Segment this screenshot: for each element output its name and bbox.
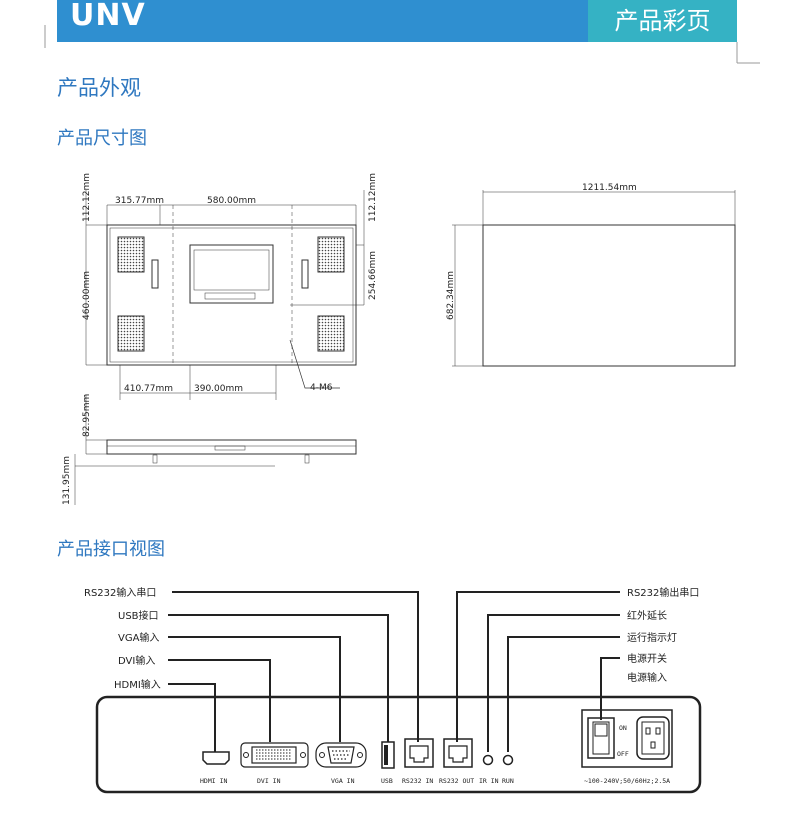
callout-rs232-out: RS232输出串口: [627, 586, 699, 599]
dim-front-height: 682.34mm: [446, 271, 456, 320]
dim-inner-height: 254.66mm: [368, 251, 378, 300]
port-labels: HDMI IN DVI IN VGA IN USB RS232 IN RS232…: [200, 724, 670, 785]
side-view-drawing: [74, 395, 357, 505]
brand-logo: UNV: [70, 0, 146, 33]
front-view-dimensions: 1211.54mm 682.34mm: [446, 183, 637, 320]
power-spec: ~100-240V;50/60Hz;2.5A: [584, 777, 670, 785]
callout-rs232-in: RS232输入串口: [84, 586, 156, 599]
port-label-usb: USB: [381, 777, 393, 785]
dim-top-margin-left: 112.12mm: [82, 173, 92, 222]
port-label-ir: IR IN: [479, 777, 499, 785]
callout-power-in: 电源输入: [627, 671, 667, 684]
interface-callouts: RS232输入串口 USB接口 VGA输入 DVI输入 HDMI输入 RS232…: [84, 586, 699, 691]
port-label-on: ON: [619, 724, 627, 732]
callout-run: 运行指示灯: [627, 631, 677, 644]
port-label-rs232in: RS232 IN: [402, 777, 433, 785]
port-label-hdmi: HDMI IN: [200, 777, 227, 785]
callout-hdmi: HDMI输入: [114, 678, 161, 691]
callout-usb: USB接口: [118, 609, 159, 622]
port-label-off: OFF: [617, 750, 629, 758]
callout-dvi: DVI输入: [118, 654, 155, 667]
port-label-rs232out: RS232 OUT: [439, 777, 474, 785]
side-view-dimensions: 82.95mm 131.95mm: [62, 394, 92, 505]
dim-bottom-right: 390.00mm: [194, 384, 243, 394]
port-label-run: RUN: [502, 777, 514, 785]
back-view-dimensions: 315.77mm 580.00mm 112.12mm 112.12mm 460.…: [82, 173, 378, 394]
back-view-drawing: [85, 190, 365, 400]
front-view-drawing: [452, 190, 736, 367]
callout-power-switch: 电源开关: [627, 652, 667, 665]
dim-height-left: 460.00mm: [82, 271, 92, 320]
dim-bottom-left: 410.77mm: [124, 384, 173, 394]
dim-top-margin-right: 112.12mm: [368, 173, 378, 222]
port-label-dvi: DVI IN: [257, 777, 281, 785]
section-title-appearance: 产品外观: [57, 76, 141, 100]
page-corner-marks: [44, 25, 760, 64]
dim-screw: 4-M6: [310, 383, 333, 393]
header-tag: 产品彩页: [588, 0, 737, 42]
port-label-vga: VGA IN: [331, 777, 355, 785]
callout-ir: 红外延长: [627, 609, 667, 622]
dim-top-left: 315.77mm: [115, 196, 164, 206]
dim-front-width: 1211.54mm: [582, 183, 637, 193]
dim-depth-a: 82.95mm: [82, 394, 92, 437]
callout-vga: VGA输入: [118, 631, 159, 644]
dim-depth-b: 131.95mm: [62, 456, 72, 505]
section-title-interfaces: 产品接口视图: [57, 539, 165, 560]
dim-top-right: 580.00mm: [207, 196, 256, 206]
section-title-dimensions: 产品尺寸图: [57, 128, 147, 149]
interface-panel: [95, 591, 702, 794]
